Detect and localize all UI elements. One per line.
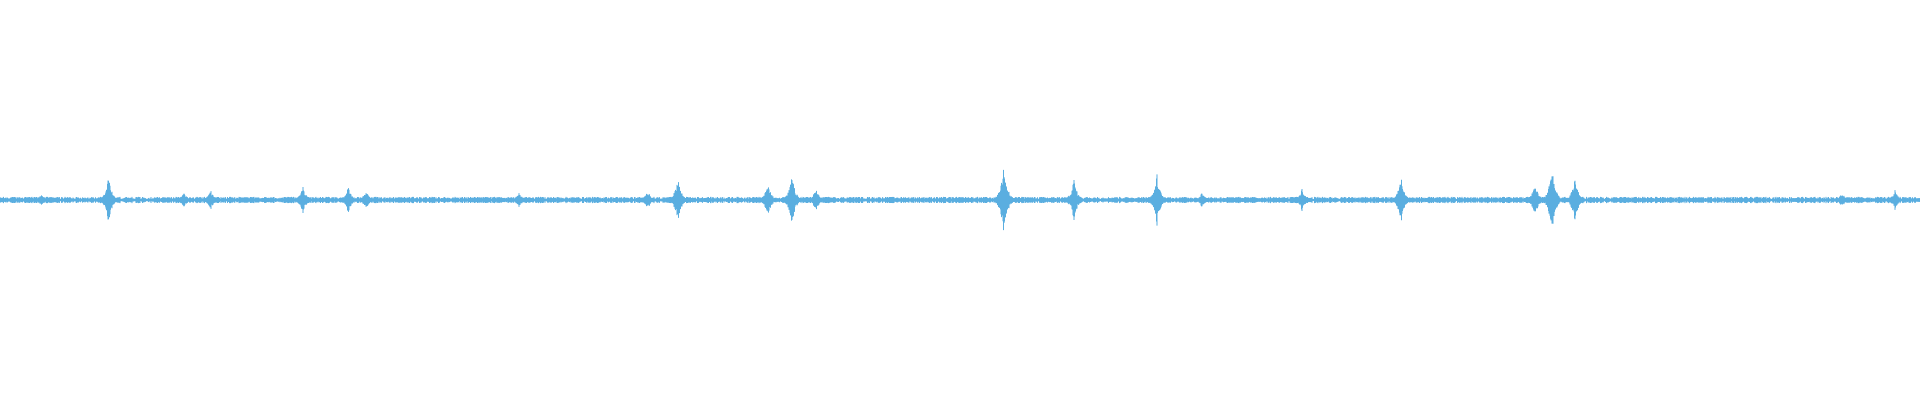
waveform-trace: [0, 169, 1920, 231]
